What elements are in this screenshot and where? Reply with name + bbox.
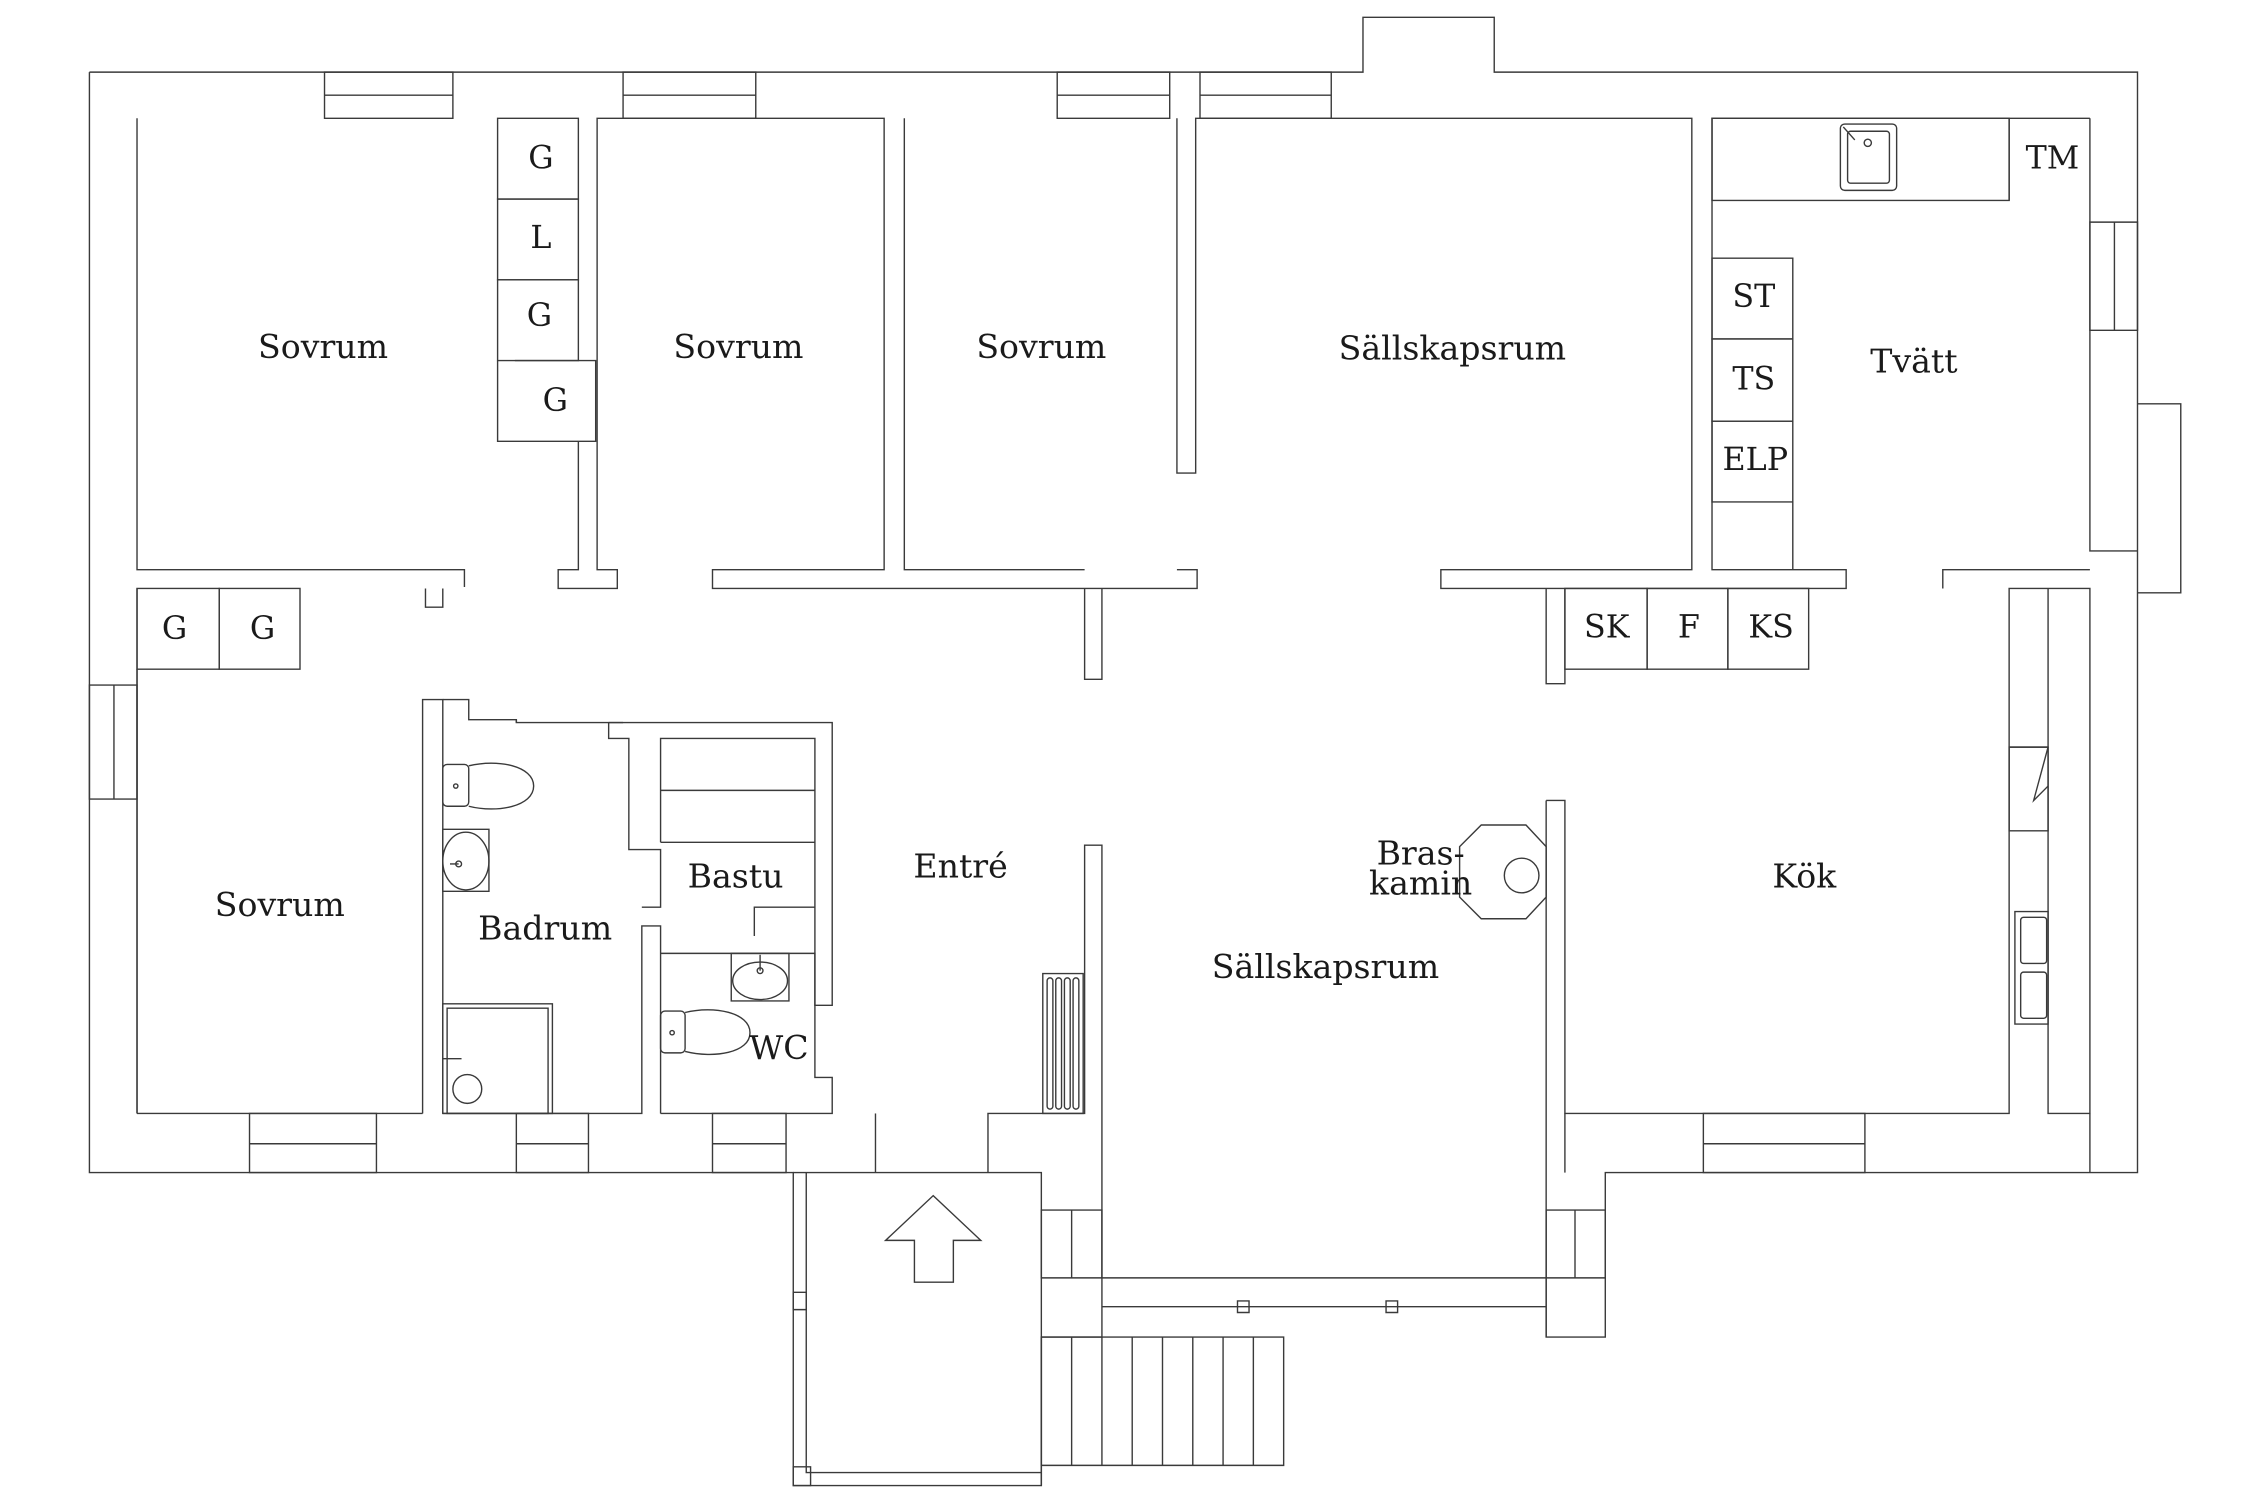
storage-label-f: F <box>1678 609 1700 645</box>
room-label-laundry: Tvätt <box>1870 341 1958 380</box>
room-label-kitchen: Kök <box>1772 856 1837 895</box>
room-label-bedroom-2: Sovrum <box>673 327 803 366</box>
kitchen-counter-icon <box>2009 747 2048 831</box>
room-label-toilet: WC <box>749 1028 808 1067</box>
storage-label-ts: TS <box>1732 361 1775 397</box>
room-label-bedroom-3: Sovrum <box>976 327 1106 366</box>
storage-label-ks: KS <box>1748 609 1793 645</box>
radiator-icon <box>1043 974 1083 1114</box>
laundry-sink-icon <box>1840 124 1896 190</box>
outer-walls <box>89 17 2180 1485</box>
closet-label-g: G <box>250 611 275 647</box>
storage-label-st: ST <box>1732 279 1775 315</box>
storage-label-elp: ELP <box>1723 442 1789 478</box>
room-label-living-room-2: Sällskapsrum <box>1212 947 1439 986</box>
interior-walls <box>137 118 2090 1337</box>
toilet-icon <box>661 1010 750 1055</box>
closet-label-g: G <box>543 383 568 419</box>
storage-label-tm: TM <box>2026 141 2080 177</box>
room-label-fireplace-line-2: kamin <box>1369 864 1472 903</box>
closet-label-g: G <box>527 298 552 334</box>
washbasin-icon <box>731 953 789 1001</box>
windows <box>89 72 2137 1172</box>
shower-icon <box>443 1004 553 1114</box>
room-label-bedroom-1: Sovrum <box>258 327 388 366</box>
fireplace-icon <box>1460 825 1547 919</box>
entrance-arrow-icon <box>886 1196 981 1283</box>
porch-and-stairs <box>793 1173 1283 1486</box>
closet-label-g: G <box>528 141 553 177</box>
closet-label-l: L <box>530 220 551 256</box>
washbasin-icon <box>443 829 489 891</box>
storage-label-sk: SK <box>1584 609 1631 645</box>
room-label-bathroom: Badrum <box>478 908 612 947</box>
room-label-sauna: Bastu <box>688 856 784 895</box>
kitchen-sink-icon <box>2015 912 2048 1025</box>
room-label-bedroom-4: Sovrum <box>215 885 345 924</box>
room-label-hallway: Entré <box>913 846 1007 885</box>
room-label-fireplace-line-1: Bras- <box>1377 833 1465 872</box>
toilet-icon <box>443 763 534 809</box>
closet-label-g: G <box>162 611 187 647</box>
room-label-living-room-1: Sällskapsrum <box>1339 328 1566 367</box>
